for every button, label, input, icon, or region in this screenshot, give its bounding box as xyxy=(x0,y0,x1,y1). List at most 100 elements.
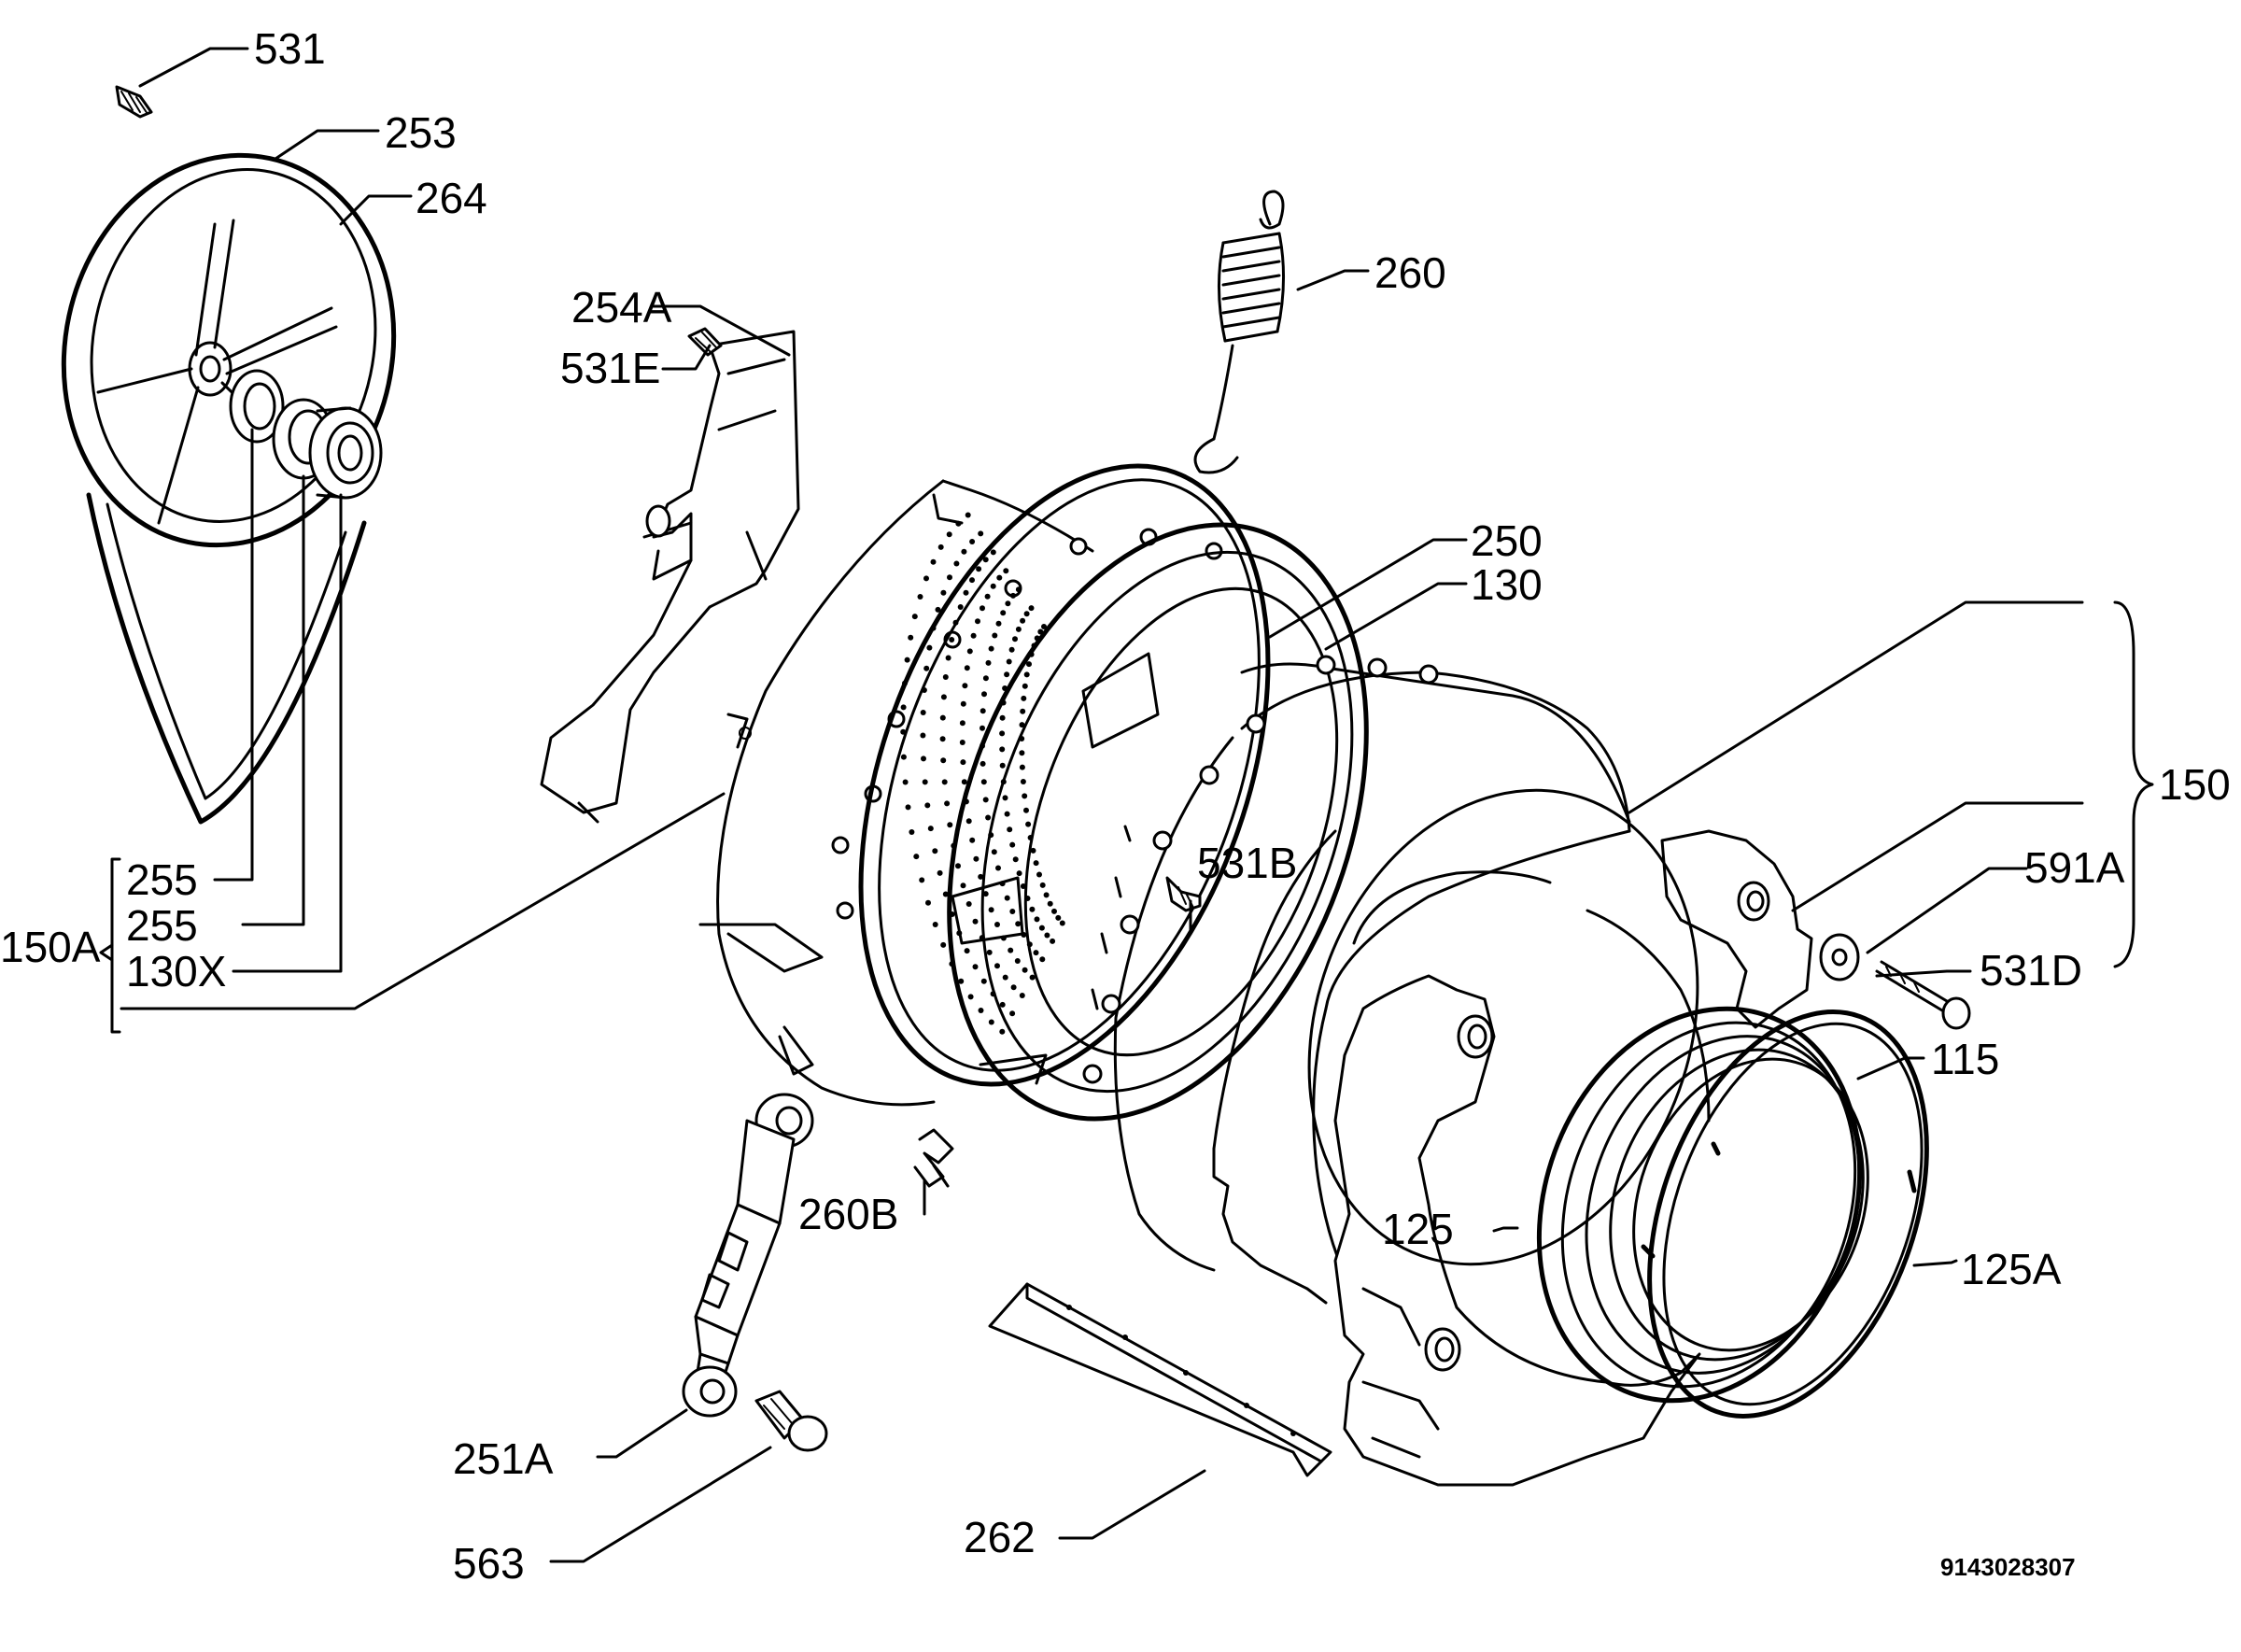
perforation-hole xyxy=(988,907,994,913)
perforation-hole xyxy=(990,991,996,997)
perforation-hole xyxy=(1033,860,1039,867)
perforation-hole xyxy=(927,826,934,832)
perforation-hole xyxy=(944,800,951,807)
weight-262 xyxy=(988,1282,1332,1477)
perforation-hole xyxy=(999,730,1006,737)
perforation-hole xyxy=(1037,628,1044,635)
leader-lines xyxy=(99,47,2154,1563)
perforation-hole xyxy=(995,620,1002,627)
perforation-hole xyxy=(972,918,979,925)
perforation-hole xyxy=(942,674,949,680)
perforation-hole xyxy=(982,797,989,803)
perforation-hole xyxy=(1019,736,1025,741)
perforation-hole xyxy=(999,762,1006,769)
perforation-hole xyxy=(1047,900,1053,907)
perforation-hole xyxy=(923,575,929,582)
perforation-hole xyxy=(1015,921,1022,927)
perforation-hole xyxy=(1004,671,1010,678)
perforation-hole xyxy=(1012,856,1019,863)
perforation-hole xyxy=(937,544,944,550)
perforation-hole xyxy=(988,832,994,839)
tub-bolts xyxy=(1082,655,1439,1084)
perforation-hole xyxy=(960,700,966,707)
counterweight-front xyxy=(1333,829,1813,1487)
perforation-hole xyxy=(949,911,955,917)
perforation-hole xyxy=(1041,624,1047,629)
perforation-hole xyxy=(1023,611,1030,617)
perforation-hole xyxy=(1000,779,1007,785)
perforation-hole xyxy=(925,899,931,906)
perforation-hole xyxy=(999,1028,1006,1035)
document-code: 9143028307 xyxy=(1940,1553,2076,1581)
perforation-hole xyxy=(1007,826,1013,833)
perforation-hole xyxy=(960,759,966,766)
perforation-hole xyxy=(959,740,965,745)
perforation-hole xyxy=(1055,914,1062,921)
perforation-hole xyxy=(982,891,989,897)
bearings xyxy=(229,369,383,500)
label-130x: 130X xyxy=(126,947,226,995)
perforation-hole xyxy=(962,683,968,689)
tub-front-opening xyxy=(1307,788,1711,1266)
clamp-ring-125a xyxy=(1647,1010,1929,1419)
perforation-hole xyxy=(1019,722,1025,728)
perforation-hole xyxy=(1012,636,1018,642)
perforation-hole xyxy=(1010,592,1016,599)
perforation-hole xyxy=(976,566,982,572)
perforation-hole xyxy=(1006,658,1012,665)
label-125: 125 xyxy=(1382,1205,1454,1253)
perforation-hole xyxy=(963,798,969,805)
perforation-hole xyxy=(1030,847,1036,854)
perforation-hole xyxy=(988,645,994,652)
perforation-hole xyxy=(949,637,955,642)
bracket-254a xyxy=(540,330,800,824)
perforation-hole xyxy=(1025,821,1032,827)
perforation-hole xyxy=(1000,610,1007,616)
perforation-hole xyxy=(994,963,1000,969)
perforation-hole xyxy=(911,614,918,620)
perforation-hole xyxy=(1026,661,1032,668)
rear-tub xyxy=(698,479,1223,1107)
perforation-hole xyxy=(932,848,938,854)
perforation-hole xyxy=(986,949,993,955)
perforation-hole xyxy=(1003,568,1009,574)
perforation-hole xyxy=(924,802,931,809)
perforation-hole xyxy=(945,655,951,661)
perforation-hole xyxy=(940,694,947,700)
perforation-hole xyxy=(940,941,947,948)
perforation-hole xyxy=(908,634,914,641)
pulley xyxy=(61,152,397,825)
perforation-hole xyxy=(930,558,937,565)
perforation-hole xyxy=(937,869,943,876)
clip-260b xyxy=(913,1128,954,1188)
perforation-hole xyxy=(1023,807,1029,813)
perforation-hole xyxy=(947,574,952,581)
perforation-hole xyxy=(920,732,926,739)
perforation-hole xyxy=(1002,795,1008,801)
perforation-hole xyxy=(980,779,987,785)
perforation-hole xyxy=(902,680,908,686)
perforation-hole xyxy=(978,1008,984,1013)
perforation-hole xyxy=(964,665,970,671)
perforation-hole xyxy=(959,720,965,727)
callout-labels: 531 253 264 260 254A 531E 250 130 150 53… xyxy=(0,24,2231,1588)
perforation-hole xyxy=(957,604,964,610)
perforation-hole xyxy=(1021,695,1027,701)
perforation-hole xyxy=(1050,938,1056,944)
perforation-hole xyxy=(947,822,953,828)
perforation-hole xyxy=(1034,635,1040,642)
label-254a: 254A xyxy=(571,283,672,332)
perforation-hole xyxy=(1002,685,1008,691)
washer-591a xyxy=(1819,933,1860,981)
perforation-hole xyxy=(939,714,946,721)
perforation-hole xyxy=(994,922,1000,927)
screw-531b xyxy=(1165,876,1202,912)
perforation-hole xyxy=(1039,882,1046,888)
perforation-hole xyxy=(984,593,991,600)
label-255-second: 255 xyxy=(126,901,198,950)
label-260b: 260B xyxy=(798,1190,898,1238)
perforation-hole xyxy=(1000,935,1007,941)
label-264: 264 xyxy=(416,174,487,222)
perforation-hole xyxy=(960,882,966,889)
